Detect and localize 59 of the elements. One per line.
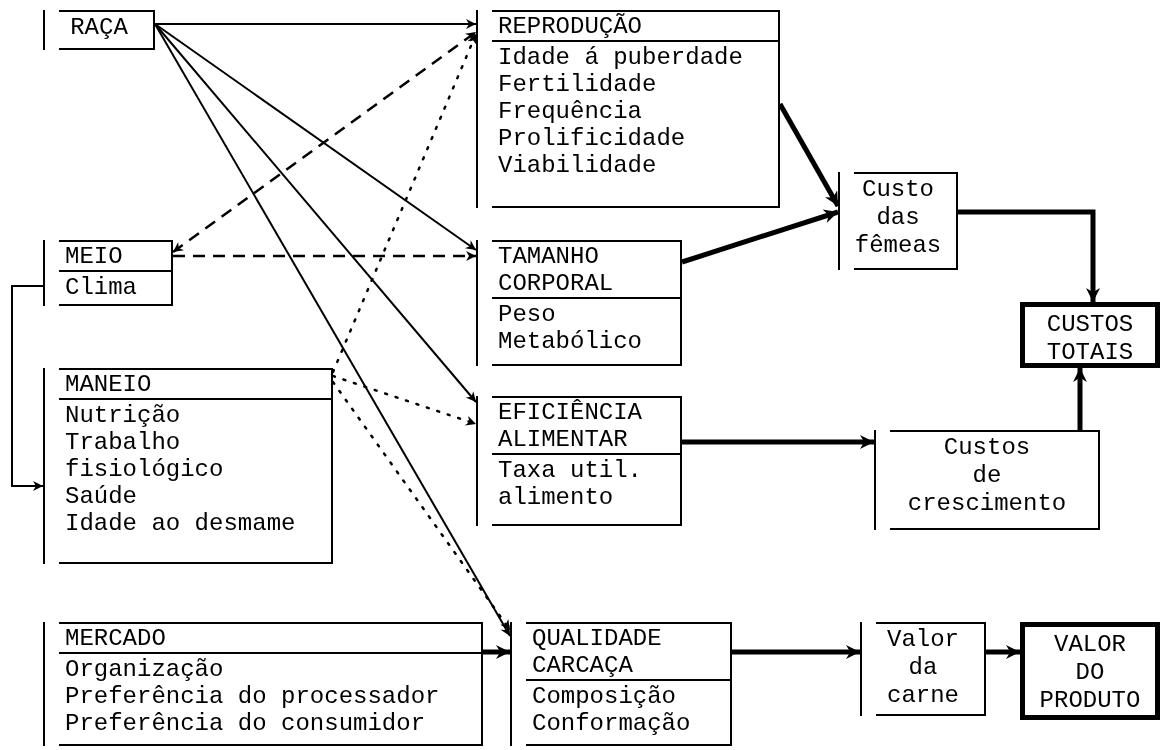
list-item: Conformação xyxy=(531,710,692,737)
box-heading: MEIO xyxy=(59,240,171,272)
thick-arrow xyxy=(986,645,1020,659)
box-heading: MANEIO xyxy=(59,368,331,400)
box-label: Valor da carne xyxy=(886,625,960,710)
box-label: Custos de crescimento xyxy=(906,433,1068,518)
box-heading: MERCADO xyxy=(59,622,481,654)
concept-box xyxy=(476,10,780,208)
list-item: Fertilidade xyxy=(497,71,658,98)
list-item: Peso Metabólico xyxy=(497,301,644,355)
list-item: Taxa util. alimento xyxy=(497,457,644,511)
concept-box xyxy=(510,622,732,746)
box-label: Custo das fêmeas xyxy=(853,175,943,260)
arrow xyxy=(11,285,44,491)
list-item: Viabilidade xyxy=(497,152,658,179)
concept-box xyxy=(43,10,155,50)
thick-arrow xyxy=(682,435,874,449)
concept-box xyxy=(838,172,958,270)
list-item: Prolificidade xyxy=(497,125,687,152)
box-label: VALOR DO PRODUTO xyxy=(1038,630,1142,715)
box-label: CUSTOS TOTAIS xyxy=(1045,310,1135,367)
thick-arrow xyxy=(732,645,860,659)
arrow xyxy=(154,23,477,403)
list-item: Preferência do processador xyxy=(64,683,441,710)
box-heading: TAMANHO CORPORAL xyxy=(492,240,680,299)
list-item: Saúde xyxy=(64,483,138,510)
list-item: Idade ao desmame xyxy=(64,510,297,537)
concept-box xyxy=(874,430,1100,530)
list-item: Organização xyxy=(64,656,225,683)
box-heading: EFICIÊNCIA ALIMENTAR xyxy=(492,396,680,455)
list-item: Nutrição xyxy=(64,402,182,429)
thick-arrow xyxy=(1073,368,1087,430)
box-heading: QUALIDADE CARCAÇA xyxy=(526,622,730,681)
concept-box xyxy=(476,396,682,526)
list-item: Composição xyxy=(531,683,678,710)
thick-arrow xyxy=(777,102,841,208)
concept-box xyxy=(476,240,682,366)
thick-arrow xyxy=(681,209,839,265)
concept-box xyxy=(43,622,483,746)
dotted-arrow xyxy=(331,32,478,374)
result-box xyxy=(1020,622,1160,720)
concept-box xyxy=(43,368,333,564)
dotted-arrow xyxy=(331,380,512,632)
list-item: Preferência do consumidor xyxy=(64,710,427,737)
thick-arrow xyxy=(483,645,510,659)
box-label: RAÇA xyxy=(69,13,129,42)
arrow xyxy=(154,23,511,637)
result-box xyxy=(1020,302,1160,368)
list-item: Clima xyxy=(64,274,138,301)
list-item: Frequência xyxy=(497,98,644,125)
concept-box xyxy=(860,622,986,716)
list-item: Idade á puberdade xyxy=(497,44,744,71)
list-item: Trabalho fisiológico xyxy=(64,429,225,483)
dashed-arrow xyxy=(173,251,476,261)
arrow xyxy=(154,19,477,29)
concept-box xyxy=(43,240,173,306)
thick-arrow xyxy=(958,209,1100,302)
dotted-arrow xyxy=(331,374,478,426)
box-heading: REPRODUÇÃO xyxy=(492,10,778,42)
